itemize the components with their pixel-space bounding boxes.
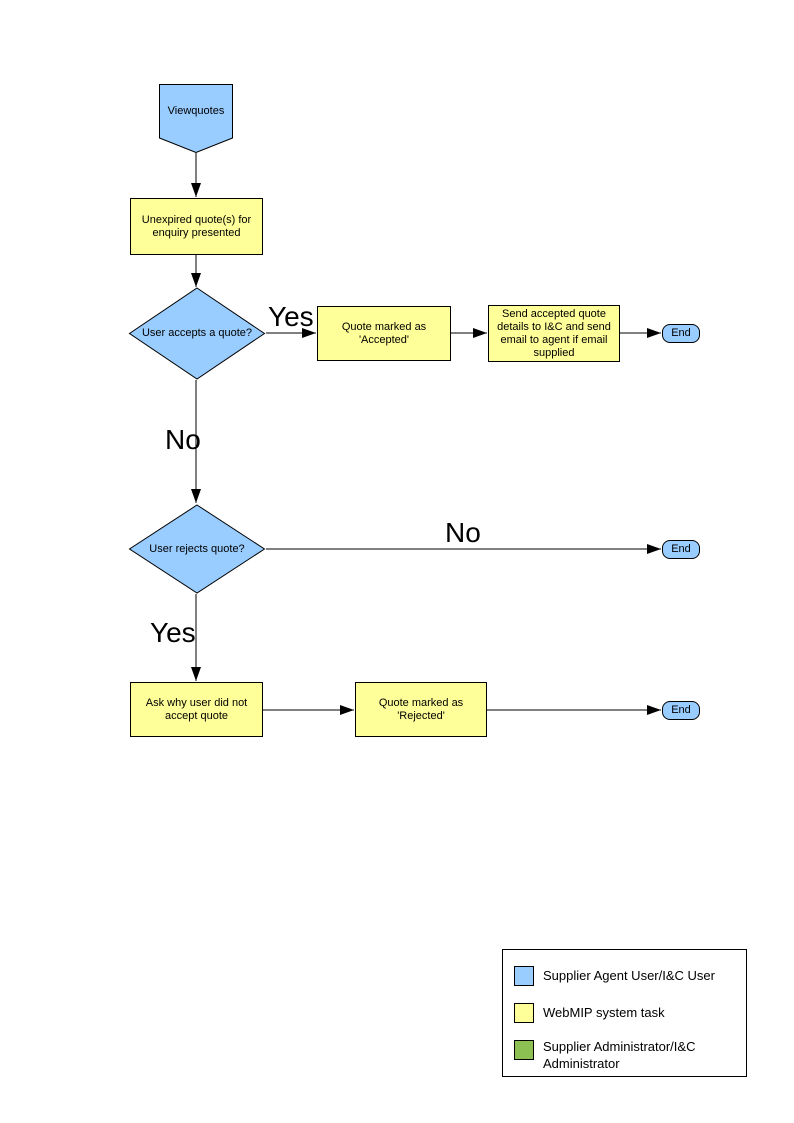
decision-user-accepts: User accepts a quote? xyxy=(128,287,266,380)
task-mark-rejected-label: Quote marked as 'Rejected' xyxy=(378,696,464,722)
legend-item-webmip-system-task: WebMIP system task xyxy=(503,1003,746,1023)
end-node-accept-label: End xyxy=(671,327,691,339)
task-send-details: Send accepted quote details to I&C and s… xyxy=(488,305,620,362)
legend-item-supplier-administrator: Supplier Administrator/I&C Administrator xyxy=(503,1039,746,1076)
legend: Supplier Agent User/I&C User WebMIP syst… xyxy=(502,949,747,1077)
task-send-details-label: Send accepted quote details to I&C and s… xyxy=(497,307,611,359)
task-mark-accepted-label: Quote marked as 'Accepted' xyxy=(341,320,427,346)
legend-swatch-green xyxy=(514,1040,534,1060)
task-mark-accepted: Quote marked as 'Accepted' xyxy=(317,306,451,361)
edge-label-accept-no: No xyxy=(165,424,201,455)
end-node-reject-label: End xyxy=(671,704,691,716)
decision-user-rejects-label: User rejects quote? xyxy=(149,542,245,555)
legend-swatch-blue xyxy=(514,966,534,986)
legend-label: WebMIP system task xyxy=(543,1005,665,1020)
legend-swatch-yellow xyxy=(514,1003,534,1023)
task-mark-rejected: Quote marked as 'Rejected' xyxy=(355,682,487,737)
start-node: Viewquotes xyxy=(159,84,233,153)
edge-label-reject-yes: Yes xyxy=(150,617,196,648)
task-ask-why: Ask why user did not accept quote xyxy=(130,682,263,737)
end-node-accept: End xyxy=(662,324,700,343)
start-node-label: Viewquotes xyxy=(167,104,225,117)
pentagon-shape xyxy=(159,84,233,153)
decision-user-accepts-label: User accepts a quote? xyxy=(141,327,253,339)
legend-label: Supplier Agent User/I&C User xyxy=(543,968,715,983)
end-node-no-reject-label: End xyxy=(671,543,691,555)
edge-label-reject-no: No xyxy=(445,517,481,548)
legend-item-supplier-agent-user: Supplier Agent User/I&C User xyxy=(503,966,746,986)
edge-label-accept-yes: Yes xyxy=(268,301,314,332)
end-node-reject: End xyxy=(662,701,700,720)
end-node-no-reject: End xyxy=(662,540,700,559)
task-present-quotes: Unexpired quote(s) for enquiry presented xyxy=(130,198,263,255)
legend-label: Supplier Administrator/I&C Administrator xyxy=(543,1039,696,1071)
decision-user-rejects: User rejects quote? xyxy=(128,504,266,594)
task-ask-why-label: Ask why user did not accept quote xyxy=(145,696,248,722)
diamond-shape xyxy=(128,504,266,594)
diamond-shape xyxy=(128,287,266,380)
task-present-quotes-label: Unexpired quote(s) for enquiry presented xyxy=(141,213,252,239)
